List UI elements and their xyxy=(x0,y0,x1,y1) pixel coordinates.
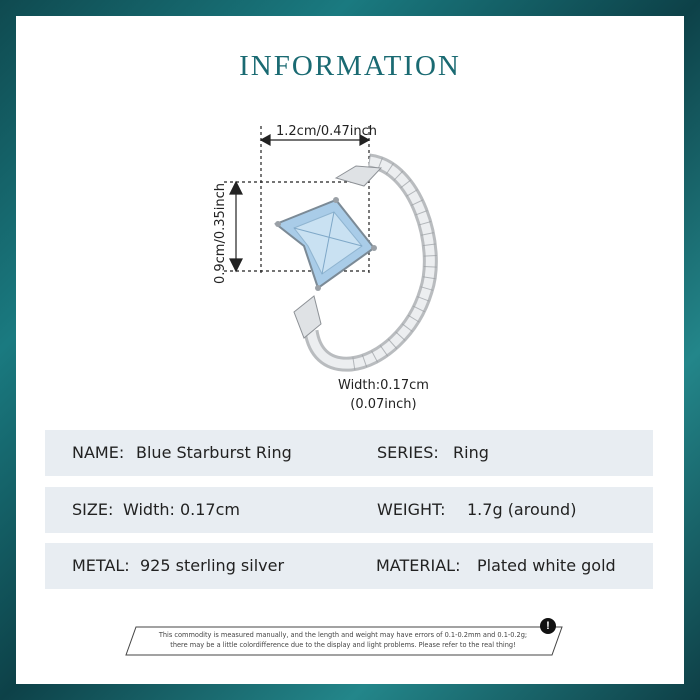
series-label: SERIES: xyxy=(377,443,439,462)
dimension-lines xyxy=(224,126,371,276)
size-label: SIZE: xyxy=(72,500,114,519)
band-width-inch: (0.07inch) xyxy=(350,397,417,412)
disclaimer-box: This commodity is measured manually, and… xyxy=(124,618,564,656)
spec-row-size: SIZE: Width: 0.17cm WEIGHT: 1.7g (around… xyxy=(45,487,653,533)
disclaimer-text: This commodity is measured manually, and… xyxy=(138,631,548,650)
disclaimer-line-2: there may be a little colordifference du… xyxy=(170,640,516,649)
top-width-label: 1.2cm/0.47inch xyxy=(276,124,378,139)
spec-row-name: NAME: Blue Starburst Ring SERIES: Ring xyxy=(45,430,653,476)
weight-value: 1.7g (around) xyxy=(467,500,577,519)
disclaimer-frame xyxy=(125,626,563,656)
metal-label: METAL: xyxy=(72,556,130,575)
ring-illustration: 1.2cm/0.47inch 0.9cm/0.35inch xyxy=(186,116,486,416)
series-value: Ring xyxy=(453,443,489,462)
weight-label: WEIGHT: xyxy=(377,500,446,519)
size-value: Width: 0.17cm xyxy=(123,500,240,519)
page-title: INFORMATION xyxy=(239,50,461,82)
material-label: MATERIAL: xyxy=(376,556,461,575)
metal-value: 925 sterling silver xyxy=(140,556,285,575)
disclaimer-line-1: This commodity is measured manually, and… xyxy=(158,631,528,639)
star-gem xyxy=(274,197,377,291)
name-value: Blue Starburst Ring xyxy=(136,443,292,462)
band-width-cm: Width:0.17cm xyxy=(338,378,429,393)
name-label: NAME: xyxy=(72,443,125,462)
band-width-label: Width:0.17cm (0.07inch) xyxy=(338,376,429,414)
side-height-label: 0.9cm/0.35inch xyxy=(213,182,229,285)
ring-drawing xyxy=(224,126,438,372)
spec-row-metal: METAL: 925 sterling silver MATERIAL: Pla… xyxy=(45,543,653,589)
warning-icon: ! xyxy=(540,618,556,634)
material-value: Plated white gold xyxy=(477,556,616,575)
info-panel: INFORMATION xyxy=(16,16,684,684)
ring-band xyxy=(293,153,438,372)
